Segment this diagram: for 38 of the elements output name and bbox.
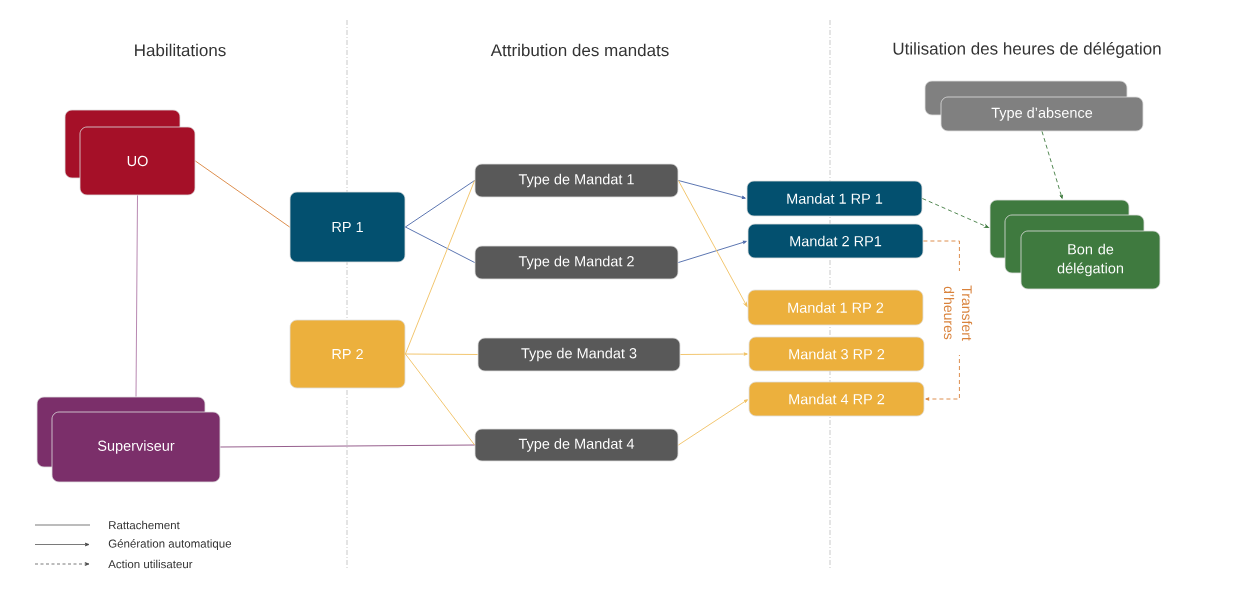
arrow [677, 180, 748, 307]
process-box: Type de Mandat 3 [477, 337, 681, 372]
legend-text: Génération automatique [108, 539, 232, 550]
node-label: délégation [1057, 262, 1124, 277]
process-box: Mandat 1 RP 2 [747, 289, 924, 326]
process-box: Type de Mandat 1 [474, 163, 679, 198]
legend-text: Action utilisateur [108, 559, 193, 569]
process-box: Mandat 1 RP 1 [746, 180, 923, 217]
process-box: Mandat 3 RP 2 [748, 336, 925, 372]
connector-line [404, 353, 479, 355]
arrow [677, 180, 746, 199]
arrow [921, 198, 989, 228]
connector-line [404, 180, 476, 228]
stacked-box: UO [64, 109, 196, 196]
process-box: RP 1 [289, 191, 406, 263]
arrow [1041, 130, 1063, 199]
connector-line [404, 226, 476, 263]
stacked-box: Superviseur [36, 396, 221, 483]
arrow [679, 352, 748, 356]
connector-line [404, 353, 476, 446]
legend-text: Rattachement [109, 520, 180, 530]
arrow [677, 399, 748, 446]
connector-line [404, 180, 476, 355]
stacked-box: Bon de délégation [989, 199, 1161, 290]
process-box: Mandat 4 RP 2 [748, 381, 925, 417]
connector-line [135, 194, 138, 398]
process-box: RP 2 [289, 319, 406, 389]
process-box: Mandat 2 RP1 [747, 223, 924, 259]
column-heading: Attribution des mandats [490, 43, 669, 57]
connector-line [219, 444, 476, 448]
connector-line [194, 160, 291, 228]
edge-label: Transfert d’heures [941, 271, 975, 355]
arrow [677, 240, 747, 263]
column-heading: Habilitations [135, 43, 226, 57]
stacked-box: Type d’absence [924, 80, 1144, 132]
column-heading: Utilisation des heures de délégation [893, 42, 1161, 59]
process-box: Type de Mandat 2 [474, 245, 679, 280]
process-box: Type de Mandat 4 [474, 428, 679, 462]
